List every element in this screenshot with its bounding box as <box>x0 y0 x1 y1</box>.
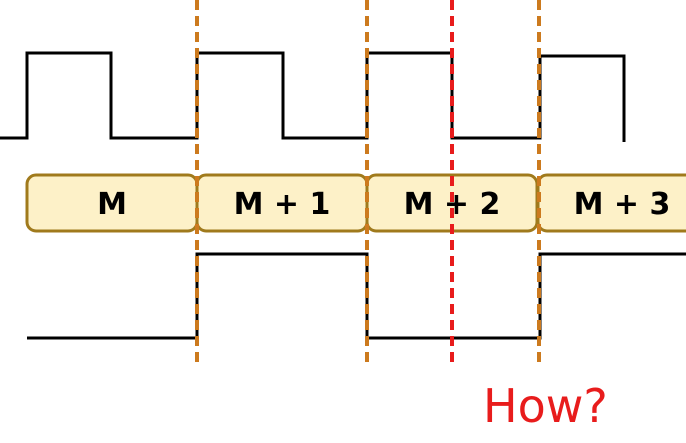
question-text: How? <box>483 379 608 433</box>
data-box-m: M <box>25 173 199 233</box>
data-box-m-plus-3: M + 3 <box>536 173 686 233</box>
data-box-m-plus-1-label: M + 1 <box>234 187 331 222</box>
toggle-waveform <box>27 252 686 340</box>
data-box-m-plus-3-shape <box>536 173 686 233</box>
data-box-m-plus-1: M + 1 <box>195 173 369 233</box>
clock-waveform <box>0 51 626 142</box>
data-box-m-label: M <box>97 187 127 222</box>
data-box-m-plus-3-label: M + 3 <box>574 187 671 222</box>
